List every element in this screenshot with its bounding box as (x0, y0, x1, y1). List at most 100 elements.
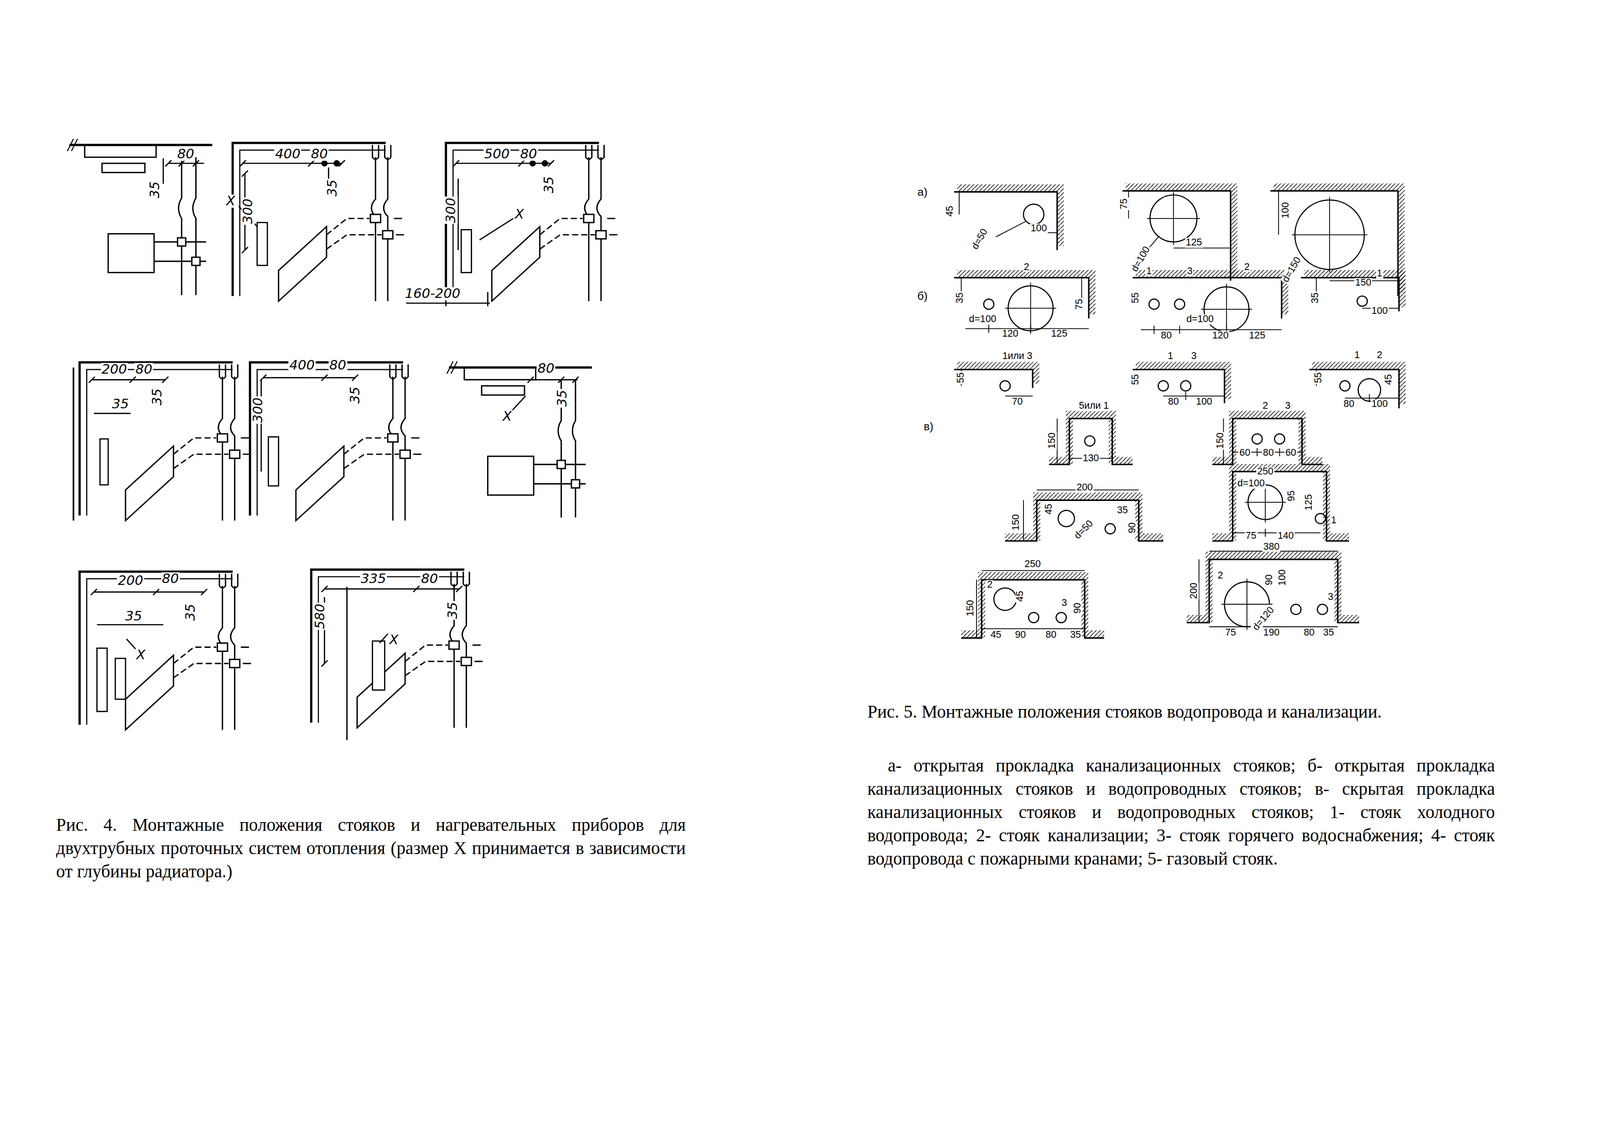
dimension-label: 35 (1116, 505, 1129, 515)
heating-riser-drawings (67, 138, 618, 740)
dimension-label: 55 (1313, 371, 1324, 385)
dimension-label: 1 (1353, 350, 1362, 360)
dimension-label: 35 (184, 602, 198, 622)
dimension-label: 35 (542, 175, 556, 194)
caption-text: а- открытая прокладка канализационных ст… (867, 753, 1496, 870)
drawing-stroke (1316, 277, 1399, 309)
dimension-label: 35 (555, 388, 569, 408)
dimension-label: 200 (117, 573, 145, 588)
drawing-stroke (961, 277, 1089, 333)
riser-drawing (446, 361, 593, 518)
dimension-label: 190 (1262, 627, 1281, 638)
dimension-line (162, 158, 165, 184)
drawing-stroke (1270, 190, 1398, 296)
dimension-label: 3 (1190, 351, 1198, 361)
dimension-label: 150 (1215, 431, 1226, 450)
dimension-line (90, 588, 208, 595)
drawing-stroke (1148, 299, 1159, 310)
dimension-label: 2 (1376, 350, 1384, 360)
radiator (372, 640, 385, 690)
dimension-label: 400 (274, 147, 302, 161)
dimension-label: 250 (1023, 559, 1042, 570)
dimension-label: 2 (1023, 262, 1031, 273)
dimension-label: 60 (1284, 448, 1298, 458)
dimension-line (93, 412, 131, 415)
dimension-label: 80 (310, 147, 329, 161)
caption-text: Рис. 4. Монтажные положения стояков и на… (56, 813, 686, 884)
drawing-stroke (976, 570, 1085, 639)
dimension-label: 300 (444, 196, 458, 224)
dimension-label: 80 (134, 362, 154, 376)
dimension-label: 60 (1238, 448, 1252, 458)
dimension-label: 80 (1044, 629, 1058, 640)
dimension-label: 55 (1130, 291, 1141, 305)
drawing-stroke (954, 192, 1058, 251)
dimension-label: 150 (965, 599, 976, 618)
wall-hatching (957, 186, 1403, 405)
dimension-label: 45 (1383, 373, 1394, 386)
riser-drawing (311, 569, 483, 728)
dimension-label: 35 (1310, 291, 1320, 305)
drawing-stroke (1223, 418, 1302, 465)
leader-line (379, 633, 388, 643)
dimension-label: 35 (124, 609, 144, 624)
drawing-stroke (1125, 186, 1234, 277)
dimension-label: 200 (1075, 483, 1094, 493)
dimension-label: 2 (1243, 262, 1251, 273)
dimension-label: 75 (1074, 297, 1085, 311)
drawing-stroke (1274, 433, 1285, 444)
dimension-label: 2 (1261, 401, 1269, 411)
dimension-label: d=100 (968, 314, 998, 325)
riser-position-drawings (954, 186, 1403, 638)
drawing-stroke (542, 160, 548, 166)
dimension-label: 80 (1342, 399, 1356, 409)
drawing-stroke (1340, 380, 1351, 391)
leader-line (479, 218, 514, 240)
dimension-label: 35 (148, 180, 162, 200)
dimension-label: 75 (1244, 530, 1258, 541)
dimension-label: 150 (1354, 277, 1372, 288)
leader-line (126, 638, 136, 650)
dimension-label: d=50 (1071, 517, 1096, 542)
dimension-label: в) (922, 420, 935, 433)
drawing-stroke (1291, 197, 1368, 273)
dimension-line (97, 623, 164, 626)
dimension-label: 35 (150, 387, 164, 407)
riser-drawing (446, 142, 618, 302)
dimension-label: 75 (1224, 627, 1237, 638)
dimension-line (259, 374, 359, 381)
wall-line (954, 190, 1399, 638)
dimension-label: 1 (1376, 268, 1384, 279)
dimension-label: 80 (1159, 330, 1173, 341)
drawing-stroke (1105, 523, 1116, 534)
drawing-stroke (1147, 192, 1200, 245)
riser-drawing (232, 142, 405, 302)
radiator (257, 222, 268, 266)
drawing-stroke (1212, 471, 1350, 541)
drawing-stroke (961, 575, 1104, 634)
radiator (97, 648, 108, 712)
dimension-label: 3 (1186, 266, 1194, 276)
dimension-label: а) (916, 186, 929, 198)
drawing-stroke (1290, 604, 1301, 615)
wall-hatching (961, 414, 1360, 634)
dimension-label: 55 (956, 371, 967, 385)
drawing-stroke (334, 160, 340, 166)
drawing-stroke (957, 187, 1061, 247)
dimension-label: 90 (1264, 573, 1275, 587)
dimension-label: 140 (1276, 530, 1295, 541)
drawing-stroke (1023, 204, 1045, 225)
riser-drawing (249, 362, 422, 521)
dimension-label: 1 (1145, 266, 1153, 276)
dimension-label: X (514, 207, 525, 221)
dimension-label: 80 (176, 147, 196, 161)
dimension-label: 130 (1081, 453, 1100, 463)
dimension-line (88, 376, 169, 383)
dimension-label: 1 (1166, 351, 1175, 361)
dimension-line (239, 160, 345, 167)
drawing-stroke (1057, 418, 1113, 465)
drawing-stroke (957, 365, 1036, 384)
dimension-line (959, 190, 1399, 638)
dimension-label: 80 (536, 361, 556, 375)
